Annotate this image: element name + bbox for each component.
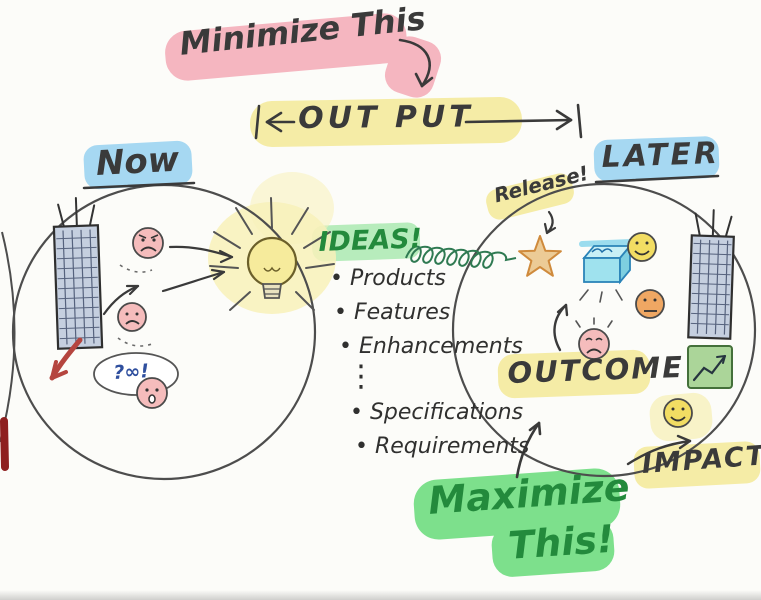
- squiggle-connector: [405, 245, 517, 269]
- happy-face-icon: [663, 398, 693, 428]
- now-underline: [82, 181, 196, 190]
- confused-face-icon: [136, 377, 168, 409]
- idea-list-item: • Specifications: [350, 400, 524, 425]
- ideas-title: IDEAS!: [317, 223, 423, 258]
- city-building-right-icon: [687, 209, 735, 340]
- city-building-left-icon: [52, 197, 104, 350]
- release-star-icon: [518, 235, 562, 277]
- product-box-icon: [579, 239, 635, 303]
- maximize-this-label: This!: [506, 516, 616, 568]
- idea-list-item: • Requirements: [355, 434, 530, 459]
- minimize-arrow: [398, 38, 434, 88]
- now-label: Now: [94, 139, 181, 184]
- impact-label: IMPACT: [640, 440, 761, 480]
- idea-list-item: • Products: [330, 266, 446, 291]
- red-decline-arrow: [49, 337, 83, 381]
- idea-list-item: • Features: [334, 300, 451, 325]
- output-label: OUT PUT: [297, 99, 474, 136]
- outcome-label: OUTCOME: [506, 349, 685, 390]
- impact-arrow: [626, 434, 692, 466]
- dashed-squiggles: [117, 264, 153, 347]
- red-edge-mark: [0, 417, 9, 471]
- maximize-arrow: [515, 421, 542, 479]
- sad-face-icon: [117, 302, 147, 332]
- output-arrow: [254, 103, 583, 140]
- left-edge-arc: [0, 231, 16, 443]
- outcome-arrow: [553, 303, 569, 352]
- idea-list-item: • Enhancements: [339, 334, 523, 359]
- speech-bubble-text: ?∞!: [112, 360, 150, 384]
- ideas-ellipsis: ⋮: [346, 359, 376, 394]
- release-arrow: [543, 210, 557, 235]
- neutral-face-icon: [635, 289, 665, 319]
- sad-face-icon: [132, 227, 164, 259]
- idea-arrows: [102, 245, 234, 316]
- paper-edge-shadow: [0, 590, 761, 600]
- lightbulb-icon: [209, 197, 335, 311]
- upset-face-icon: [575, 317, 613, 360]
- later-underline: [594, 174, 720, 184]
- later-label: LATER: [600, 135, 721, 175]
- growth-chart-icon: [687, 345, 733, 389]
- later-circle: [451, 182, 757, 478]
- happy-face-icon: [627, 232, 657, 262]
